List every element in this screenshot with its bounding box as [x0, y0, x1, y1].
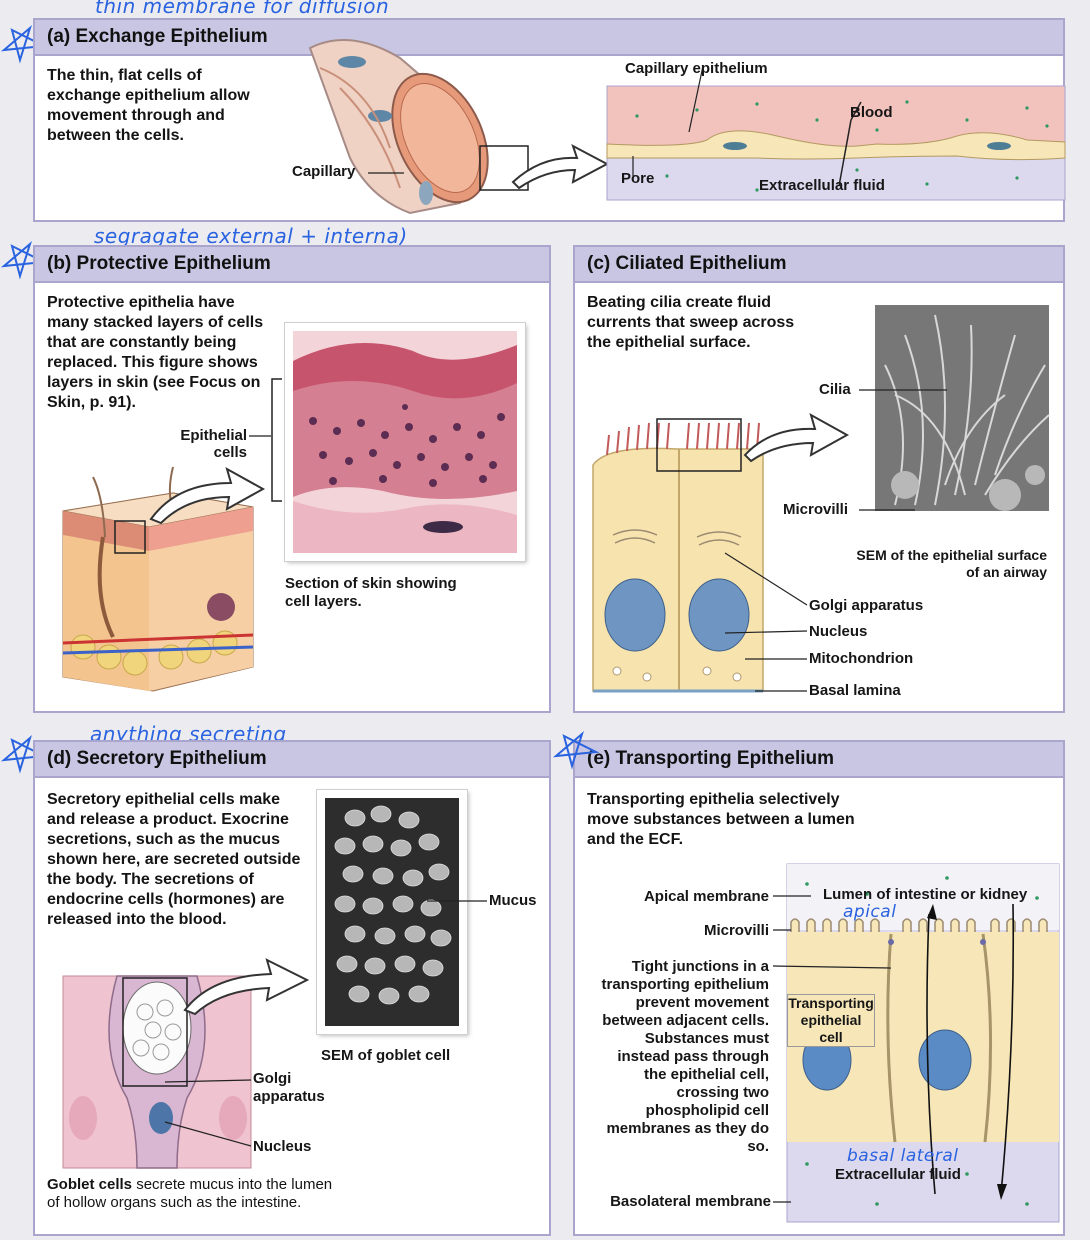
star-icon [552, 731, 600, 770]
annotation-basal: basal lateral [847, 1146, 959, 1166]
annotation-a: thin membrane for diffusion [95, 0, 390, 18]
skin-block-illustration [62, 466, 254, 692]
ecf-label: Extracellular fluid [835, 1166, 961, 1183]
mitochondrion-label: Mitochondrion [809, 650, 914, 667]
panel-transporting-epithelium: (e) Transporting Epithelium Transporting… [573, 740, 1065, 1236]
capillary-cross-section [606, 65, 1066, 201]
goblet-sem-frame [317, 790, 467, 1034]
pore-label: Pore [621, 170, 655, 187]
ecf-label: Extracellular fluid [759, 177, 885, 194]
goblet-leaders [164, 1079, 252, 1147]
annotation-b: segragate external + interna) [94, 224, 408, 248]
basal-lamina-label: Basal lamina [809, 682, 901, 699]
blood-label: Blood [850, 104, 893, 121]
panel-description: Secretory epithelial cells make and rele… [47, 791, 301, 928]
goblet-sem-image [325, 798, 459, 1026]
panel-title: (c) Ciliated Epithelium [575, 247, 1063, 283]
microvilli-leader [859, 509, 915, 511]
bracket-icon [271, 378, 282, 502]
panel-protective-epithelium: (b) Protective Epithelium Protective epi… [33, 245, 551, 713]
panel-title: (d) Secretory Epithelium [35, 742, 549, 778]
microvilli-label: Microvilli [783, 501, 849, 518]
transporting-cell-label: Transporting epithelial cell [787, 994, 875, 1047]
panel-exchange-epithelium: (a) Exchange Epithelium The thin, flat c… [33, 18, 1066, 222]
cilia-label: Cilia [819, 381, 851, 398]
goblet-cell-illustration [62, 975, 252, 1169]
ciliated-cells-illustration [592, 418, 764, 693]
microvilli-label: Microvilli [703, 922, 769, 939]
basolateral-membrane-label: Basolateral membrane [610, 1193, 771, 1210]
skin-section-caption: Section of skin showing cell layers. [285, 575, 457, 610]
goblet-caption-bold: Goblet cells [47, 1176, 133, 1193]
cilia-leader [859, 389, 947, 391]
panel-title: (b) Protective Epithelium [35, 247, 549, 283]
skin-micrograph [293, 331, 517, 553]
skin-micrograph-frame [285, 323, 525, 561]
capillary-label: Capillary [292, 163, 356, 180]
epithelial-cells-label: Epithelial cells [180, 427, 247, 461]
organelle-leaders [724, 552, 808, 692]
panel-title: (a) Exchange Epithelium [35, 20, 1063, 56]
panel-secretory-epithelium: (d) Secretory Epithelium Secretory epith… [33, 740, 551, 1236]
panel-title: (e) Transporting Epithelium [575, 742, 1063, 778]
panel-ciliated-epithelium: (c) Ciliated Epithelium Beating cilia cr… [573, 245, 1065, 713]
mucus-leader [427, 900, 487, 902]
capillary-leader [368, 172, 404, 174]
lumen-label: Lumen of intestine or kidney [823, 886, 1028, 903]
mucus-label: Mucus [489, 892, 537, 909]
transport-leaders [772, 895, 892, 1203]
goblet-sem-caption: SEM of goblet cell [321, 1047, 451, 1064]
tight-junctions-label: Tight junctions in a transporting epithe… [601, 958, 769, 1155]
zoom-arrow-icon [149, 466, 266, 525]
goblet-caption: Goblet cells secrete mucus into the lume… [47, 1176, 337, 1212]
sem-airway-caption: SEM of the epithelial surface of an airw… [856, 547, 1047, 580]
capillary-illustration [308, 39, 529, 215]
zoom-arrow-icon [183, 958, 310, 1016]
golgi-label: Golgi apparatus [253, 1070, 325, 1105]
epithelial-leader [249, 435, 271, 437]
sem-airway-image [875, 305, 1050, 511]
panel-description: Protective epithelia have many stacked l… [47, 294, 264, 411]
transport-illustration [786, 863, 1060, 1223]
nucleus-label: Nucleus [253, 1138, 312, 1155]
apical-membrane-label: Apical membrane [643, 888, 769, 905]
goblet-caption-rest: secrete mucus into the lumen of hollow o… [47, 1176, 333, 1211]
annotation-apical: apical [843, 902, 897, 922]
panel-description: Transporting epithelia selectively move … [587, 791, 855, 848]
zoom-arrow-icon [511, 143, 610, 190]
golgi-label: Golgi apparatus [809, 597, 924, 614]
nucleus-label: Nucleus [809, 623, 868, 640]
panel-description: Beating cilia create fluid currents that… [587, 294, 795, 351]
zoom-arrow-icon [743, 412, 850, 463]
panel-description: The thin, flat cells of exchange epithel… [47, 67, 250, 144]
capillary-epithelium-label: Capillary epithelium [625, 60, 768, 77]
